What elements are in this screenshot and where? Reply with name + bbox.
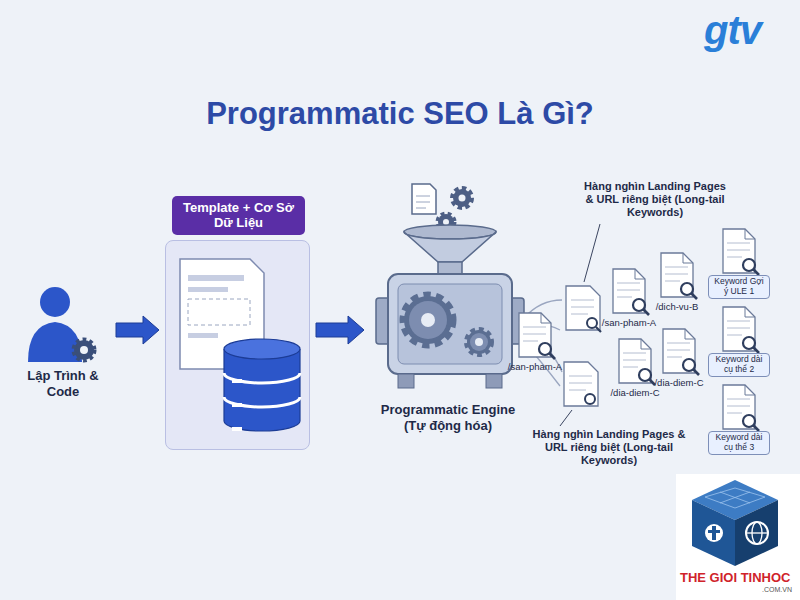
page-icon (660, 252, 694, 298)
keyword-page: Keyword Gợi ý ULE 1 (722, 228, 756, 274)
page-icon (564, 286, 601, 406)
actor-node: Lập Trình & Code (16, 284, 110, 404)
url-label: /san-pham-A (602, 317, 656, 328)
flow-arrow (116, 316, 159, 344)
keyword-page: Keyword dài cụ thể 3 (722, 384, 756, 430)
keyword-label: Keyword Gợi ý ULE 1 (708, 275, 770, 299)
page-icon (612, 268, 646, 314)
page-icon (662, 328, 696, 374)
page-icon (618, 338, 652, 384)
title: Programmatic SEO Là Gì? (0, 96, 800, 132)
node-label: Lập Trình & Code (16, 368, 110, 399)
page-icon (722, 384, 756, 430)
template-database-icon (166, 241, 311, 451)
page-icon (722, 228, 756, 274)
tag-label: Template + Cơ Sở Dữ Liệu (172, 196, 305, 235)
template-panel: Template + Cơ Sở Dữ Liệu (165, 240, 310, 450)
leader-line (584, 224, 600, 282)
watermark-logo (676, 474, 800, 600)
flow-arrow (316, 316, 364, 344)
brand-logo: gtv (704, 8, 761, 53)
page-icon (518, 312, 552, 358)
engine-machine (376, 184, 524, 388)
keyword-label: Keyword dài cụ thể 3 (708, 431, 770, 455)
watermark-text: THE GIOI TINHOC (680, 570, 791, 585)
person-icon (28, 287, 94, 362)
url-label: /san-pham-A (508, 361, 562, 372)
engine-node: Programmatic Engine (Tự động hóa) (370, 180, 526, 436)
page-icon (722, 306, 756, 352)
url-label: /dich-vu-B (656, 301, 699, 312)
landing-page: /dich-vu-B (660, 252, 694, 298)
landing-page: /dia-diem-C (662, 328, 696, 374)
url-label: /dia-diem-C (610, 387, 659, 398)
keyword-label: Keyword dài cụ thể 2 (708, 353, 770, 377)
leader-line (560, 410, 572, 426)
landing-page: /san-pham-A (518, 312, 552, 358)
keyword-page: Keyword dài cụ thể 2 (722, 306, 756, 352)
callout-text: Hàng nghìn Landing Pages & URL riêng biệ… (582, 180, 728, 220)
node-label: Programmatic Engine (Tự động hóa) (370, 402, 526, 433)
landing-page: /san-pham-A (612, 268, 646, 314)
callout-text: Hàng nghìn Landing Pages & URL riêng biệ… (520, 428, 698, 468)
landing-page: /dia-diem-C (618, 338, 652, 384)
url-label: /dia-diem-C (654, 377, 703, 388)
watermark-text: .COM.VN (762, 586, 792, 593)
